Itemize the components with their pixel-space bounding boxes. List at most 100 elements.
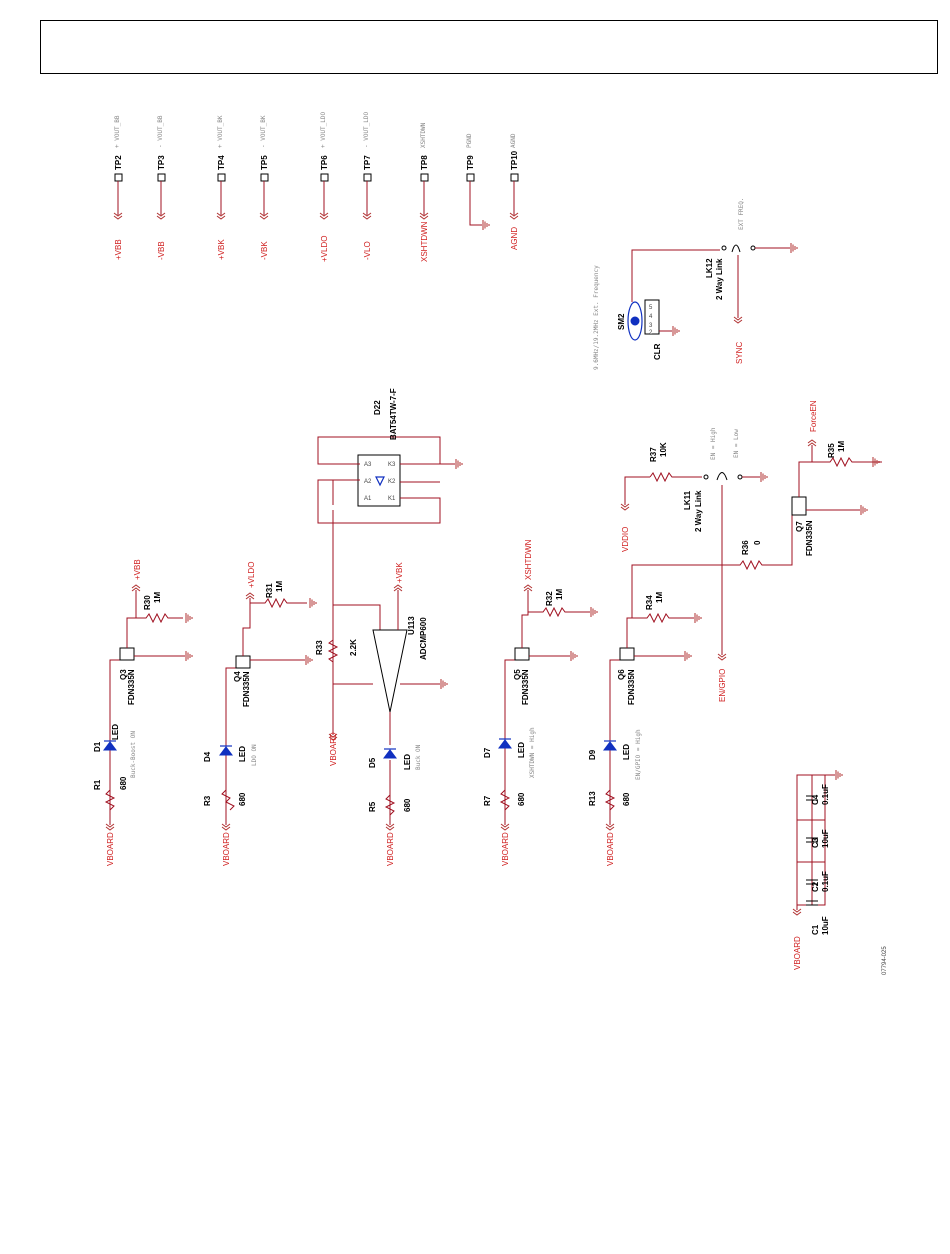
sync-net: SYNC	[735, 342, 744, 364]
svg-text:FDN335N: FDN335N	[242, 671, 251, 707]
svg-text:D5: D5	[368, 757, 377, 768]
svg-text:3: 3	[649, 323, 653, 329]
svg-text:680: 680	[403, 798, 412, 812]
svg-text:4: 4	[649, 314, 653, 320]
testpoint-tp3: TP3 - VOUT_BB -VBB	[156, 115, 166, 260]
testpoint-tp5: TP5 - VOUT_BK -VBK	[259, 115, 269, 260]
svg-text:EN/GPIO: EN/GPIO	[718, 669, 727, 702]
svg-text:U113: U113	[407, 616, 416, 635]
tp8-net: XSHTDWN	[420, 221, 429, 262]
svg-text:+VBK: +VBK	[395, 562, 404, 583]
svg-text:LED: LED	[238, 746, 247, 762]
svg-text:VBOARD: VBOARD	[793, 936, 802, 970]
testpoint-tp6: TP6 + VOUT_LDO +VLDO	[319, 111, 329, 262]
svg-text:R1: R1	[93, 779, 102, 790]
svg-text:10uF: 10uF	[821, 829, 830, 848]
svg-text:D4: D4	[203, 751, 212, 762]
figure-id: 07794-025	[882, 946, 888, 975]
svg-text:Buck ON: Buck ON	[415, 744, 422, 770]
svg-text:R13: R13	[588, 791, 597, 806]
svg-text:K2: K2	[388, 479, 396, 485]
svg-text:A2: A2	[364, 479, 372, 485]
svg-text:R32: R32	[545, 591, 554, 606]
tp9-note: PGND	[466, 133, 473, 148]
svg-text:0.1uF: 0.1uF	[821, 784, 830, 805]
svg-text:Buck-Boost ON: Buck-Boost ON	[130, 731, 137, 778]
svg-text:+VBB: +VBB	[133, 559, 142, 580]
svg-text:2 Way Link: 2 Way Link	[694, 490, 703, 532]
svg-text:2: 2	[649, 330, 653, 336]
svg-text:1M: 1M	[655, 592, 664, 603]
tp3-net: -VBB	[157, 241, 166, 260]
svg-text:LK11: LK11	[683, 490, 692, 510]
tp7-net: -VLO	[363, 241, 372, 260]
svg-text:FDN335N: FDN335N	[521, 669, 530, 705]
testpoint-row: TP2 + VOUT_BB +VBB TP3 - VOUT_BB -VBB TP…	[113, 111, 519, 262]
svg-text:D7: D7	[483, 747, 492, 758]
svg-text:EN/GPIO = High: EN/GPIO = High	[635, 729, 642, 780]
svg-text:LED: LED	[517, 742, 526, 758]
svg-text:C2: C2	[811, 881, 820, 892]
svg-text:VBOARD: VBOARD	[386, 832, 395, 866]
svg-text:A1: A1	[364, 496, 372, 502]
svg-text:1M: 1M	[153, 592, 162, 603]
svg-text:Q4: Q4	[233, 671, 242, 682]
svg-text:LDO ON: LDO ON	[251, 744, 258, 766]
svg-text:680: 680	[238, 792, 247, 806]
tp10-note: AGND	[510, 133, 517, 148]
svg-text:5: 5	[649, 305, 653, 311]
svg-text:Q5: Q5	[513, 669, 522, 680]
d22-block: A3 A2 A1 K3 K2 K1 D22 BAT54TW-7-F	[317, 388, 463, 524]
svg-text:LED: LED	[111, 724, 120, 740]
svg-text:EN = Low: EN = Low	[733, 429, 740, 458]
testpoint-tp2: TP2 + VOUT_BB +VBB	[113, 115, 123, 260]
indicator-d4: VBOARD R3 680 D4 LED LDO ON +VLDO R31 1M…	[203, 562, 317, 866]
svg-text:C1: C1	[811, 924, 820, 935]
tp6-ref: TP6	[320, 155, 329, 170]
svg-text:Q7: Q7	[795, 521, 804, 532]
tp7-ref: TP7	[363, 155, 372, 170]
svg-text:LED: LED	[403, 754, 412, 770]
sm2-clr: CLR	[653, 343, 662, 360]
svg-text:R7: R7	[483, 795, 492, 806]
sm2-block: 9.6MHz/19.2MHz Ext. Frequency 5 4 3 2 SM…	[593, 197, 798, 370]
tp2-ref: TP2	[114, 155, 123, 170]
svg-text:680: 680	[622, 792, 631, 806]
svg-text:FDN335N: FDN335N	[805, 520, 814, 556]
freq-note: 9.6MHz/19.2MHz Ext. Frequency	[593, 265, 600, 370]
svg-text:0.1uF: 0.1uF	[821, 871, 830, 892]
svg-text:R5: R5	[368, 801, 377, 812]
testpoint-tp7: TP7 - VOUT_LDO -VLO	[362, 111, 372, 260]
buck-comparator: VBOARD R33 2.2K +VBK U113 ADCMP600 D5 LE…	[315, 510, 448, 866]
tp6-net: +VLDO	[320, 236, 329, 262]
svg-text:680: 680	[517, 792, 526, 806]
indicator-d7: VBOARD R7 680 D7 LED XSHTDWN = High XSHT…	[483, 539, 598, 866]
tp5-note: - VOUT_BK	[260, 115, 267, 148]
svg-text:VBOARD: VBOARD	[501, 832, 510, 866]
svg-text:1M: 1M	[837, 441, 846, 452]
testpoint-tp10: TP10 AGND AGND	[509, 133, 519, 250]
svg-text:C3: C3	[811, 837, 820, 848]
indicator-d1: VBOARD R1 680 D1 LED Buck-Boost ON +VBB …	[93, 559, 193, 866]
ext-freq-note: EXT FREQ.	[738, 197, 745, 230]
svg-text:FDN335N: FDN335N	[127, 669, 136, 705]
svg-text:XSHTDWN = High: XSHTDWN = High	[529, 727, 536, 778]
svg-text:Q6: Q6	[617, 669, 626, 680]
svg-text:VBOARD: VBOARD	[606, 832, 615, 866]
svg-text:10K: 10K	[659, 442, 668, 457]
tp2-note: + VOUT_BB	[114, 115, 121, 148]
tp3-note: - VOUT_BB	[157, 115, 164, 148]
tp4-ref: TP4	[217, 155, 226, 170]
svg-text:XSHTDWN: XSHTDWN	[524, 539, 533, 580]
d22-ref: D22	[373, 400, 382, 415]
svg-text:2.2K: 2.2K	[349, 639, 358, 656]
tp2-net: +VBB	[114, 239, 123, 260]
lk12-type: 2 Way Link	[715, 258, 724, 300]
svg-text:FDN335N: FDN335N	[627, 669, 636, 705]
lk12-ref: LK12	[705, 258, 714, 278]
svg-text:R33: R33	[315, 640, 324, 655]
svg-text:R30: R30	[143, 595, 152, 610]
tp5-net: -VBK	[260, 241, 269, 260]
svg-text:LED: LED	[622, 744, 631, 760]
